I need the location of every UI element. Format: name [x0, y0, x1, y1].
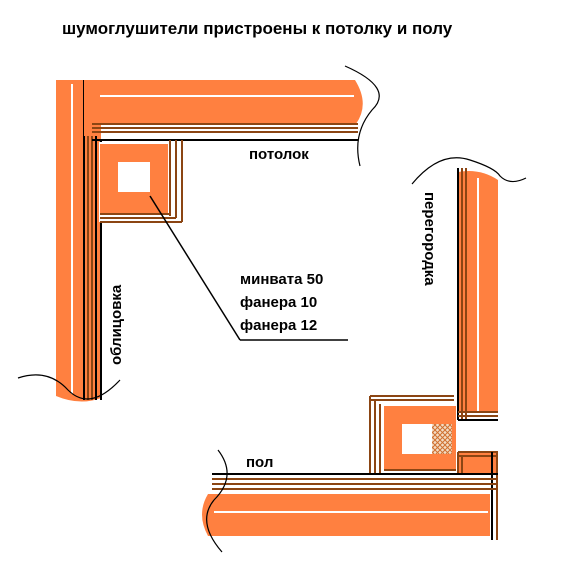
cladding-label: облицовка [108, 284, 125, 365]
floor-label: пол [246, 454, 273, 471]
ceiling-absorber [99, 140, 183, 223]
ceiling-slab [84, 65, 380, 167]
diagram-title: шумоглушители пристроены к потолку и пол… [62, 19, 453, 38]
leader-line [149, 195, 348, 341]
layer-mineral-wool: минвата 50 [240, 271, 323, 288]
sealant-hatch [432, 424, 452, 454]
ceiling-label: потолок [249, 146, 309, 163]
layer-legend: минвата 50 фанера 10 фанера 12 [240, 271, 323, 334]
left-wall [17, 80, 121, 402]
layer-plywood-12: фанера 12 [240, 317, 317, 334]
partition-label: перегородка [421, 192, 438, 286]
floor-absorber [369, 395, 498, 540]
floor-slab [202, 449, 498, 553]
partition-wall [411, 157, 527, 421]
layer-plywood-10: фанера 10 [240, 294, 317, 311]
